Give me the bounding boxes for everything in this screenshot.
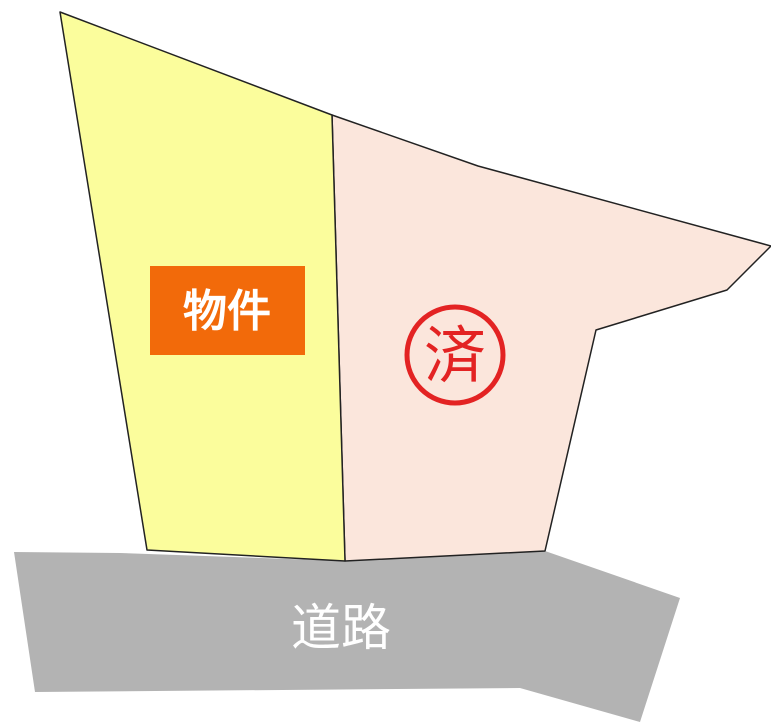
property-label-background — [150, 266, 305, 355]
property-label: 物件 — [150, 266, 305, 355]
sold-stamp: 済 — [404, 304, 506, 406]
neighbor-lot — [331, 114, 771, 562]
road-area — [14, 551, 680, 722]
sold-stamp-ring — [404, 304, 506, 406]
sold-stamp-text: 済 — [424, 319, 486, 392]
road-label: 道路 — [291, 599, 391, 657]
property-label-text: 物件 — [183, 286, 271, 337]
